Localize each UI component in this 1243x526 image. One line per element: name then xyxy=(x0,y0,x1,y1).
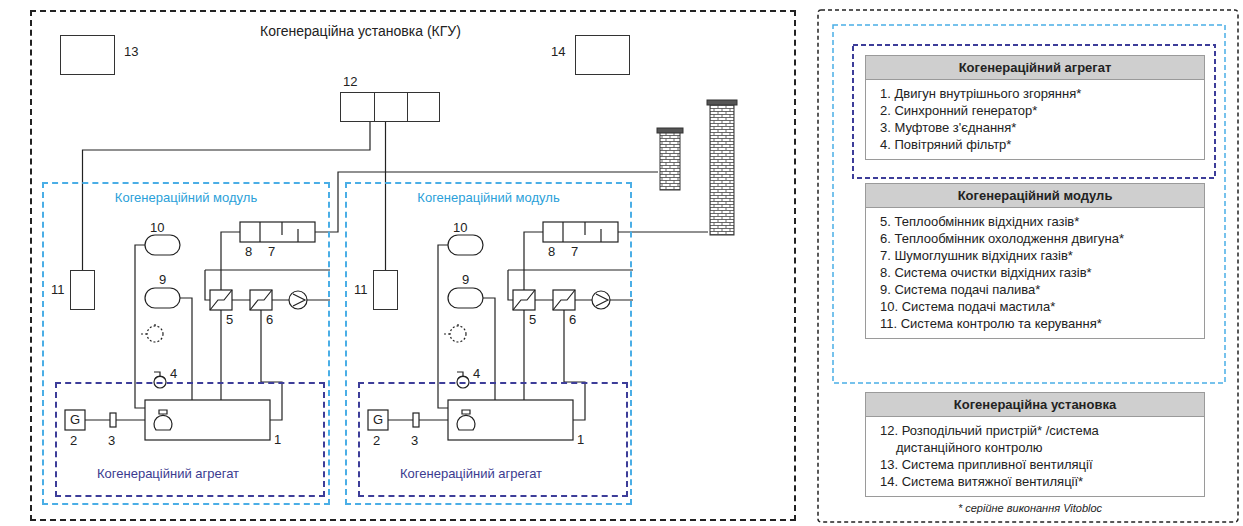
region-title: Когенераційний модуль xyxy=(44,190,328,205)
control-wire xyxy=(385,122,386,270)
table-item: 5. Теплообмінник відхідних газів* xyxy=(880,213,1151,230)
module-drawing xyxy=(368,222,633,440)
callout-number: 5 xyxy=(226,312,233,327)
switchgear-cell xyxy=(407,93,408,121)
region-title: Когенераційний модуль xyxy=(347,190,630,205)
callout-number: 2 xyxy=(70,433,77,448)
table-heading: Когенераційна установка xyxy=(866,393,1204,417)
chimney-cap xyxy=(707,100,737,105)
chimney xyxy=(660,132,680,190)
chimney xyxy=(710,104,734,235)
table-item: 11. Система контролю та керування* xyxy=(880,315,1151,332)
callout-number: 3 xyxy=(108,433,115,448)
table-item: 12. Розподільчий пристрій* /система дист… xyxy=(880,422,1151,456)
switchgear-cell xyxy=(374,93,375,121)
region-title: Когенераційний агрегат xyxy=(97,466,239,481)
callout-number: 8 xyxy=(548,244,555,259)
callout-number: 4 xyxy=(473,366,480,381)
callout-number: 1 xyxy=(274,432,281,447)
switchgear-box: 12 xyxy=(340,92,440,122)
generator-letter: G xyxy=(70,412,80,427)
generator-letter: G xyxy=(373,412,383,427)
control-box: 11 xyxy=(70,270,95,310)
callout-number: 14 xyxy=(551,44,565,59)
footnote: * серійне виконання Vitobloc xyxy=(900,501,1160,516)
table-item: 6. Теплообмінник охолодження двигуна* xyxy=(880,230,1151,247)
table-item: 2. Синхронний генератор* xyxy=(880,102,1151,119)
control-box: 11 xyxy=(373,270,398,310)
table-item: 1. Двигун внутрішнього згоряння* xyxy=(880,85,1151,102)
legend-table: Когенераційний агрегат 1. Двигун внутрішн… xyxy=(865,55,1205,160)
table-item: 8. Система очистки відхідних газів* xyxy=(880,264,1151,281)
table-item: 3. Муфтове з'єднання* xyxy=(880,119,1151,136)
callout-number: 12 xyxy=(343,74,357,89)
table-item: 7. Шумоглушник відхідних газів* xyxy=(880,247,1151,264)
callout-number: 2 xyxy=(373,433,380,448)
module-frame xyxy=(833,25,1225,383)
legend-frame xyxy=(818,10,1238,522)
table-heading: Когенераційний агрегат xyxy=(866,56,1204,80)
aggregate-region: Когенераційний агрегат xyxy=(358,382,628,497)
callout-number: 5 xyxy=(529,312,536,327)
callout-number: 7 xyxy=(268,244,275,259)
callout-number: 11 xyxy=(354,282,368,297)
legend-table: Когенераційна установка 12. Розподільчий … xyxy=(865,392,1205,497)
legend-table: Когенераційний модуль 5. Теплообмінник ві… xyxy=(865,183,1205,339)
region-title: Когенераційна установка (КГУ) xyxy=(260,24,461,39)
callout-number: 10 xyxy=(150,220,164,235)
table-heading: Когенераційний модуль xyxy=(866,184,1204,208)
table-item: 9. Система подачі палива* xyxy=(880,281,1151,298)
exhaust-vent-box: 14 xyxy=(575,35,630,75)
chimney-cap xyxy=(657,128,683,133)
supply-vent-box: 13 xyxy=(60,35,115,75)
table-item: 13. Система припливної вентиляції xyxy=(880,456,1151,473)
callout-number: 13 xyxy=(124,44,138,59)
callout-number: 8 xyxy=(245,244,252,259)
callout-number: 3 xyxy=(411,433,418,448)
callout-number: 11 xyxy=(51,282,65,297)
callout-number: 9 xyxy=(462,272,469,287)
exhaust-pipe xyxy=(315,172,658,232)
region-title: Когенераційний агрегат xyxy=(400,466,542,481)
callout-number: 4 xyxy=(170,366,177,381)
aggregate-region: Когенераційний агрегат xyxy=(55,382,325,497)
callout-number: 1 xyxy=(577,432,584,447)
table-item: 10. Система подачі мастила* xyxy=(880,298,1151,315)
module-region: 11Когенераційний агрегат Когенераційний м… xyxy=(42,182,330,505)
table-item: 4. Повітряний фільтр* xyxy=(880,136,1151,153)
aggregate-frame xyxy=(853,45,1215,178)
module-region: 11Когенераційний агрегат Когенераційний м… xyxy=(345,182,632,505)
callout-number: 6 xyxy=(569,312,576,327)
callout-number: 7 xyxy=(571,244,578,259)
callout-number: 10 xyxy=(453,220,467,235)
module-drawing xyxy=(65,222,330,440)
callout-number: 9 xyxy=(159,272,166,287)
table-item: 14. Система витяжної вентиляції* xyxy=(880,473,1151,490)
callout-number: 6 xyxy=(266,312,273,327)
